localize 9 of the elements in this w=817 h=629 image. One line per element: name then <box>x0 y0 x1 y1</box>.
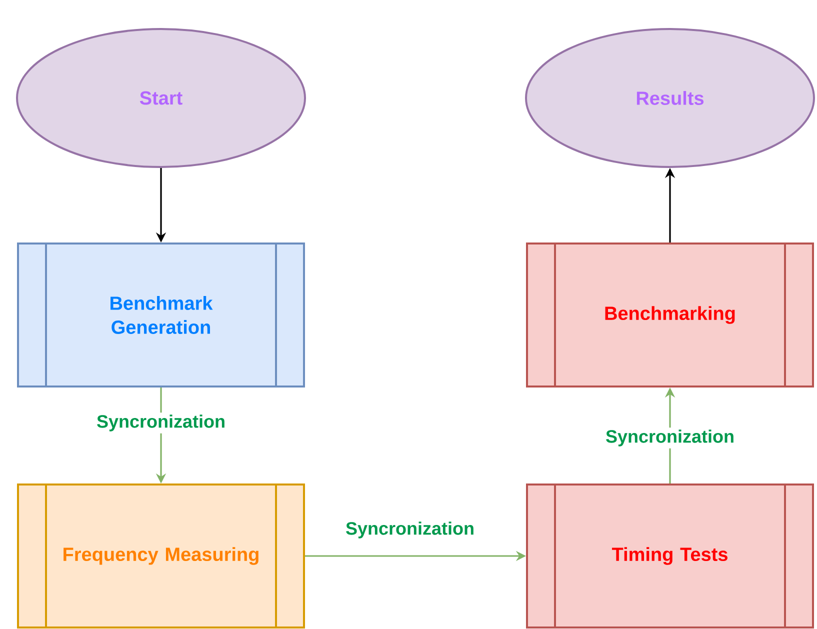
edge-label: Syncronization <box>604 428 736 448</box>
process-box: Benchmarking <box>526 242 814 388</box>
ellipse-node: Results <box>525 28 815 168</box>
edge-label: Syncronization <box>94 412 228 434</box>
ellipse-node: Start <box>16 28 306 168</box>
process-box: Timing Tests <box>526 484 814 628</box>
process-box: Frequency Measuring <box>17 484 305 628</box>
edge-label: Syncronization <box>344 520 476 540</box>
process-box: Benchmark Generation <box>17 242 305 388</box>
